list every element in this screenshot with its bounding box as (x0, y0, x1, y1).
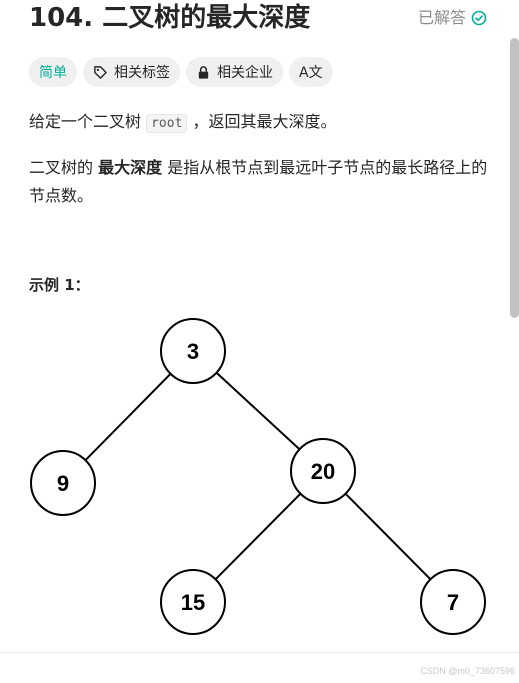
description-text: 给定一个二叉树 (29, 112, 147, 131)
example-heading: 示例 1： (29, 276, 90, 294)
description-text: 是指从根节点到最远叶子节点的最长路径上的节点数。 (29, 158, 488, 205)
tree-edge-n3-n9 (84, 373, 172, 461)
problem-header: 104. 二叉树的最大深度 已解答 (29, 0, 499, 40)
tree-node-9: 9 (30, 450, 96, 516)
solved-status-label: 已解答 (417, 8, 466, 27)
description-paragraph-1: 给定一个二叉树 root ，返回其最大深度。 (29, 108, 489, 138)
watermark: CSDN @m0_73607596 (420, 666, 515, 676)
tree-node-label: 9 (57, 471, 69, 496)
tree-edge-n20-n7 (344, 493, 432, 580)
related-companies-button[interactable]: 相关企业 (186, 57, 283, 87)
max-depth-term: 最大深度 (98, 158, 163, 177)
scrollbar-thumb[interactable] (510, 38, 519, 318)
inline-code-root: root (146, 114, 188, 133)
translate-button[interactable]: A文 (289, 57, 333, 87)
binary-tree-diagram: 3 9 20 15 7 (30, 318, 486, 635)
tree-edge-n20-n15 (214, 493, 302, 580)
related-tags-button[interactable]: 相关标签 (83, 57, 180, 87)
divider (0, 652, 519, 653)
check-circle-icon (471, 10, 487, 26)
description-text: ，返回其最大深度。 (187, 112, 337, 131)
tree-node-label: 20 (311, 459, 335, 484)
description-paragraph-2: 二叉树的 最大深度 是指从根节点到最远叶子节点的最长路径上的节点数。 (29, 154, 489, 210)
tree-node-label: 15 (181, 590, 205, 615)
problem-title: 104. 二叉树的最大深度 (29, 3, 311, 33)
solved-status: 已解答 (418, 8, 487, 28)
related-tags-label: 相关标签 (114, 65, 170, 81)
tree-node-7: 7 (420, 569, 486, 635)
difficulty-badge[interactable]: 简单 (29, 57, 77, 87)
tree-node-3: 3 (160, 318, 226, 384)
translate-icon: A文 (299, 65, 323, 81)
related-companies-label: 相关企业 (217, 65, 273, 81)
tree-node-label: 3 (187, 339, 199, 364)
tree-node-label: 7 (447, 590, 459, 615)
tag-bar: 简单 相关标签 相关企业 A文 (29, 57, 333, 87)
lock-icon (198, 65, 209, 79)
tree-node-15: 15 (160, 569, 226, 635)
tree-edge-n3-n20 (215, 371, 301, 451)
description-text: 二叉树的 (29, 158, 99, 177)
tree-node-20: 20 (290, 438, 356, 504)
tag-icon (94, 65, 107, 79)
